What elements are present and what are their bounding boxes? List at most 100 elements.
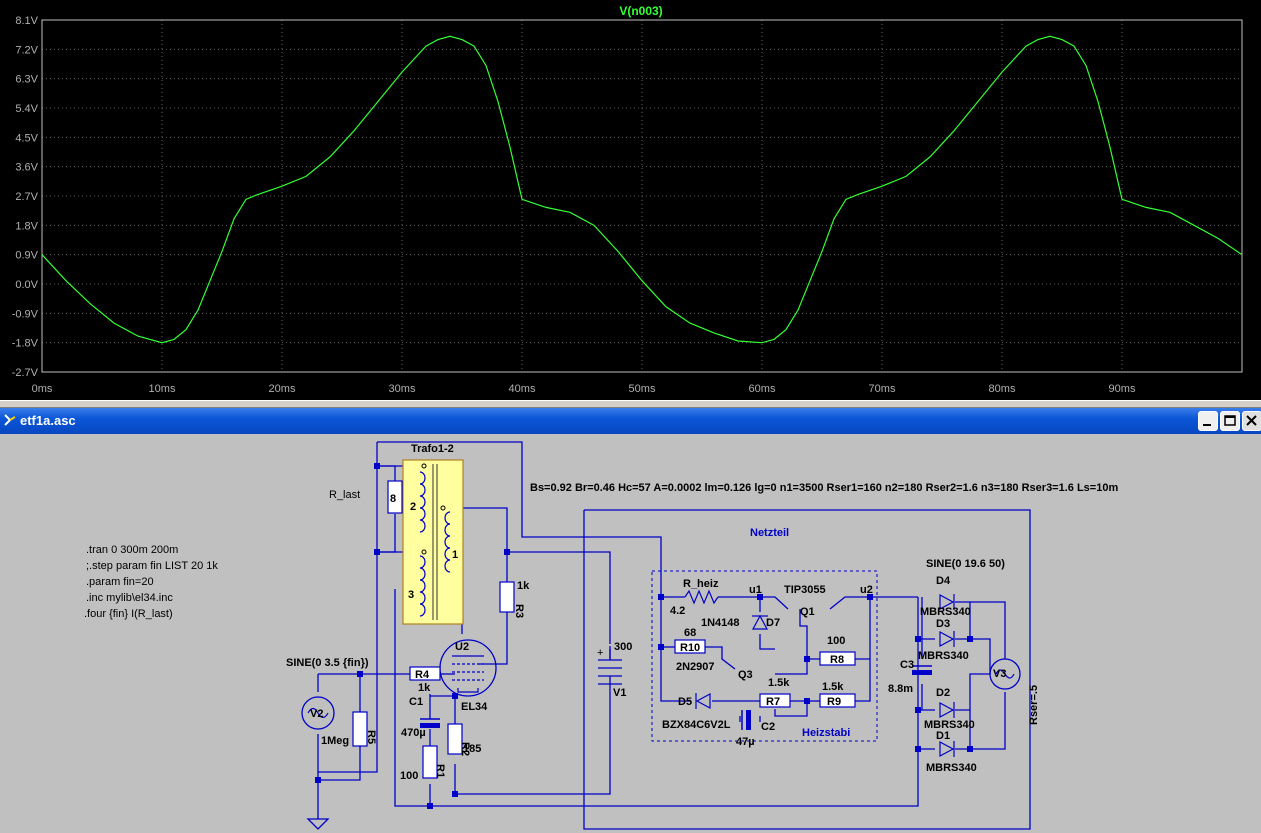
resistor-r-last[interactable] — [387, 480, 403, 514]
r4-value: 1k — [418, 682, 431, 694]
r1-label: R1 — [434, 764, 446, 778]
minimize-button[interactable] — [1198, 411, 1218, 431]
x-tick-label: 0ms — [32, 383, 53, 395]
v2-source-spec[interactable]: SINE(0 3.5 {fin}) — [286, 657, 369, 669]
r8-label: R8 — [830, 654, 844, 666]
d2-part: MBRS340 — [924, 719, 975, 731]
d1-label: D1 — [936, 730, 950, 742]
r2-value: 185 — [463, 743, 481, 755]
diode-d3[interactable] — [939, 630, 955, 648]
diode-d5[interactable] — [695, 692, 711, 710]
c3-value: 8.8m — [888, 683, 913, 695]
el34-label: EL34 — [461, 701, 488, 713]
r5-value: 1Meg — [321, 735, 349, 747]
schematic-window[interactable]: etf1a.asc — [0, 408, 1261, 833]
plot-grid — [41, 19, 1242, 373]
net-u1: u1 — [749, 584, 762, 596]
trace-v-n003[interactable] — [41, 35, 1243, 344]
heizstabi-block[interactable] — [651, 570, 878, 742]
schematic-canvas[interactable]: Trafo1-2 2 1 3 8 R_last R3 1k U2 EL34 — [0, 434, 1261, 833]
winding-2-label: 2 — [410, 501, 416, 513]
y-axis-ticks: 8.1V7.2V6.3V5.4V4.5V3.6V2.7V1.8V0.9V0.0V… — [12, 15, 39, 379]
resistor-r9[interactable] — [819, 693, 856, 708]
wire-junctions — [315, 463, 973, 809]
d4-part: MBRS340 — [920, 606, 971, 618]
r9-label: R9 — [827, 696, 841, 708]
y-tick-label: 0.9V — [15, 250, 38, 262]
d3-label: D3 — [936, 618, 950, 630]
directive-line[interactable]: .four {fin} I(R_last) — [84, 608, 173, 620]
directive-line[interactable]: .param fin=20 — [86, 576, 154, 588]
y-tick-label: -2.7V — [12, 367, 39, 379]
r7-value: 1.5k — [768, 677, 790, 689]
trafo-params[interactable]: Bs=0.92 Br=0.46 Hc=57 A=0.0002 lm=0.126 … — [530, 482, 1118, 494]
y-tick-label: 4.5V — [15, 132, 38, 144]
x-tick-label: 70ms — [869, 383, 896, 395]
netzteil-label[interactable]: Netzteil — [750, 527, 789, 539]
r3-label: R3 — [513, 604, 525, 618]
capacitor-c2[interactable] — [741, 710, 751, 730]
voltage-source-v2[interactable] — [301, 696, 335, 730]
capacitor-c3[interactable] — [912, 665, 932, 675]
close-icon — [1246, 415, 1257, 426]
close-button[interactable] — [1242, 411, 1261, 431]
resistor-r4[interactable] — [409, 666, 441, 681]
r10-label: R10 — [680, 642, 700, 654]
r7-label: R7 — [766, 696, 780, 708]
x-tick-label: 50ms — [629, 383, 656, 395]
c1-value: 470µ — [401, 727, 426, 739]
resistor-r8[interactable] — [819, 651, 856, 666]
q3-part: 2N2907 — [676, 661, 715, 673]
d5-part: BZX84C6V2L — [662, 719, 731, 731]
plot-frame — [41, 19, 1243, 373]
v1-label: V1 — [613, 687, 626, 699]
diode-d4[interactable] — [939, 593, 955, 611]
diode-d7[interactable] — [751, 614, 769, 630]
directive-line[interactable]: .tran 0 300m 200m — [86, 544, 178, 556]
r10-value: 68 — [684, 627, 696, 639]
trace-label[interactable]: V(n003) — [619, 4, 662, 18]
r4-label: R4 — [415, 669, 430, 681]
ground-symbol[interactable] — [306, 818, 330, 830]
r1-value: 100 — [400, 770, 418, 782]
r-last-label[interactable]: R_last — [329, 489, 360, 501]
resistor-r5[interactable] — [352, 711, 368, 747]
r3-value: 1k — [517, 580, 530, 592]
y-tick-label: 7.2V — [15, 44, 38, 56]
r-last-value: 8 — [390, 493, 396, 505]
diode-d2[interactable] — [939, 701, 955, 719]
v3-source-spec[interactable]: SINE(0 19.6 50) — [926, 558, 1005, 570]
voltage-source-v1[interactable] — [598, 646, 622, 692]
d7-label: D7 — [766, 617, 780, 629]
directive-line[interactable]: .inc mylib\el34.inc — [86, 592, 173, 604]
trafo-label[interactable]: Trafo1-2 — [411, 443, 454, 455]
window-titlebar[interactable]: etf1a.asc — [0, 408, 1261, 434]
resistor-r3[interactable] — [499, 581, 515, 613]
transformer-trafo1-2[interactable] — [402, 459, 464, 625]
resistor-r10[interactable] — [674, 639, 706, 654]
maximize-button[interactable] — [1220, 411, 1240, 431]
y-tick-label: 6.3V — [15, 74, 38, 86]
v3-label: V3 — [993, 668, 1006, 680]
heizstabi-label[interactable]: Heizstabi — [802, 727, 850, 739]
r5-label: R5 — [365, 730, 377, 744]
waveform-plot[interactable]: 8.1V7.2V6.3V5.4V4.5V3.6V2.7V1.8V0.9V0.0V… — [0, 0, 1261, 400]
voltage-source-v3[interactable] — [989, 658, 1021, 690]
resistor-r1[interactable] — [422, 745, 438, 779]
diode-d1[interactable] — [939, 740, 955, 758]
ltspice-app-icon[interactable] — [3, 413, 17, 427]
capacitor-c1[interactable] — [420, 718, 440, 728]
x-tick-label: 60ms — [749, 383, 776, 395]
pane-splitter[interactable] — [0, 400, 1261, 408]
resistor-r2[interactable] — [447, 723, 463, 755]
q3-label: Q3 — [738, 669, 753, 681]
resistor-r-heiz[interactable] — [684, 589, 719, 605]
resistor-r7[interactable] — [759, 693, 791, 708]
directive-line[interactable]: ;.step param fin LIST 20 1k — [86, 560, 218, 572]
spice-directives[interactable]: .tran 0 300m 200m ;.step param fin LIST … — [84, 544, 218, 620]
tube-u2-el34[interactable] — [439, 639, 497, 697]
y-tick-label: 1.8V — [15, 220, 38, 232]
c2-label: C2 — [761, 721, 775, 733]
net-u2: u2 — [860, 584, 873, 596]
